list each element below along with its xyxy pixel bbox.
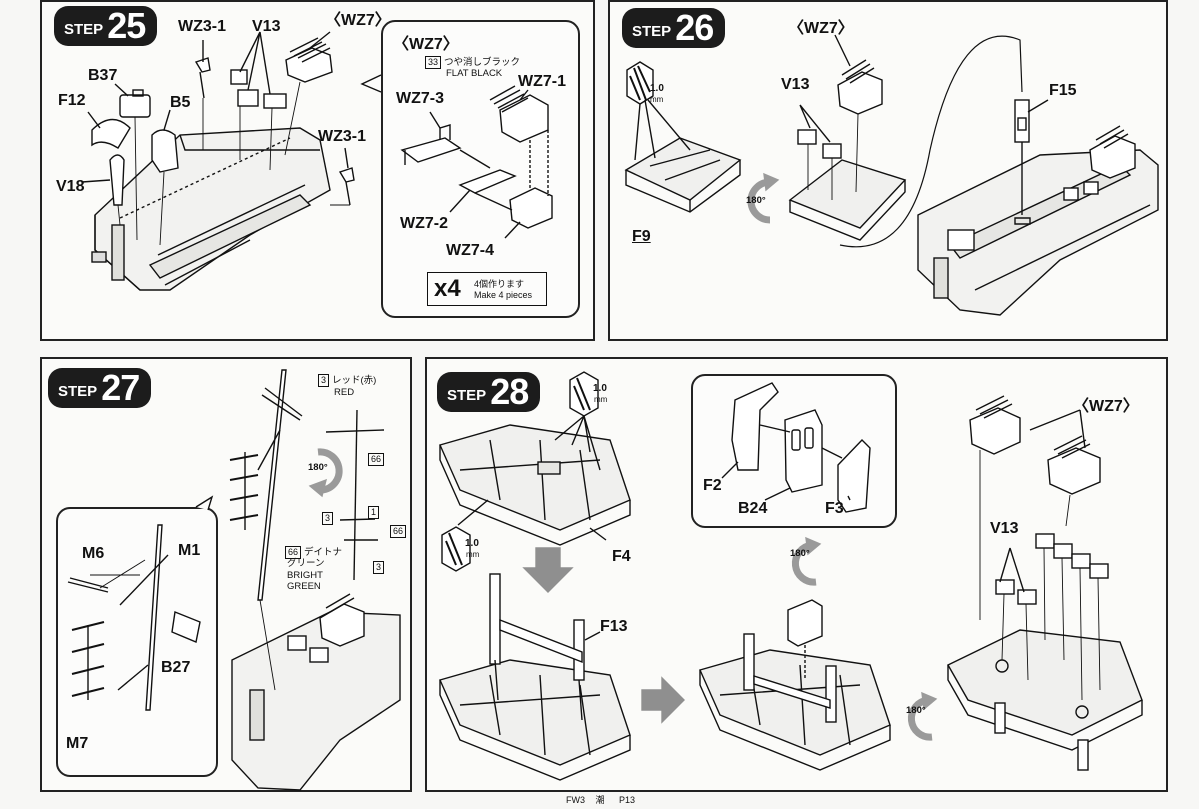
paint-green-en2: GREEN	[287, 581, 321, 592]
paint-flat-black-en: FLAT BLACK	[446, 68, 503, 79]
label-b24: B24	[738, 500, 768, 517]
label-b27: B27	[161, 659, 191, 676]
mast-callout	[56, 507, 218, 777]
drill-unit-28a: mm	[594, 395, 608, 404]
callout-title: 〈WZ7〉	[393, 36, 459, 53]
drill-size-28a: 1.0	[593, 383, 607, 394]
multiplier: x4	[434, 275, 461, 302]
drill-unit-26: mm	[650, 95, 664, 104]
multiplier-en: Make 4 pieces	[474, 290, 533, 300]
label-wz7-2: WZ7-2	[400, 215, 448, 232]
drill-size-26: 1.0	[650, 83, 664, 94]
paint-red-en: RED	[334, 387, 355, 398]
paint-green-en: BRIGHT	[287, 570, 323, 581]
label-wz7-4: WZ7-4	[446, 242, 494, 259]
multiplier-box: x4 4個作ります Make 4 pieces	[427, 272, 547, 306]
label-f4: F4	[612, 548, 631, 565]
tag-1: 1	[368, 506, 382, 519]
label-b37: B37	[88, 67, 118, 84]
label-wz7: 〈WZ7〉	[325, 12, 391, 29]
label-wz3-1-top: WZ3-1	[178, 18, 226, 35]
rotate-28b: 180°	[906, 705, 926, 716]
label-m6: M6	[82, 545, 105, 562]
rotate-28a: 180°	[790, 548, 810, 559]
tag-66-b: 66	[390, 525, 409, 538]
rotate-26: 180°	[746, 195, 766, 206]
label-m7: M7	[66, 735, 89, 752]
label-wz3-1-right: WZ3-1	[318, 128, 366, 145]
label-v13-28: V13	[990, 520, 1019, 537]
multiplier-jp: 4個作ります	[474, 279, 525, 289]
rotate-27: 180°	[308, 462, 328, 473]
drill-unit-28b: mm	[466, 550, 480, 559]
label-m1: M1	[178, 542, 201, 559]
label-f9: F9	[632, 228, 651, 245]
label-v13-26: V13	[781, 76, 810, 93]
label-v13: V13	[252, 18, 281, 35]
label-v18: V18	[56, 178, 85, 195]
label-f12: F12	[58, 92, 86, 109]
label-wz7-26: 〈WZ7〉	[788, 20, 854, 37]
wz7-callout	[381, 20, 580, 318]
drill-size-28b: 1.0	[465, 538, 479, 549]
label-f3: F3	[825, 500, 844, 517]
page-footer: FW3 潮 P13	[566, 795, 636, 805]
tag-66-a: 66	[368, 453, 387, 466]
label-f13: F13	[600, 618, 628, 635]
tag-3-b: 3	[373, 561, 387, 574]
paint-green-jp2: グリーン	[287, 558, 325, 569]
label-wz7-3: WZ7-3	[396, 90, 444, 107]
label-wz7-1: WZ7-1	[518, 73, 566, 90]
label-b5: B5	[170, 94, 191, 111]
label-wz7-28: 〈WZ7〉	[1073, 398, 1139, 415]
label-f15: F15	[1049, 82, 1077, 99]
label-f2: F2	[703, 477, 722, 494]
tag-3-a: 3	[322, 512, 336, 525]
